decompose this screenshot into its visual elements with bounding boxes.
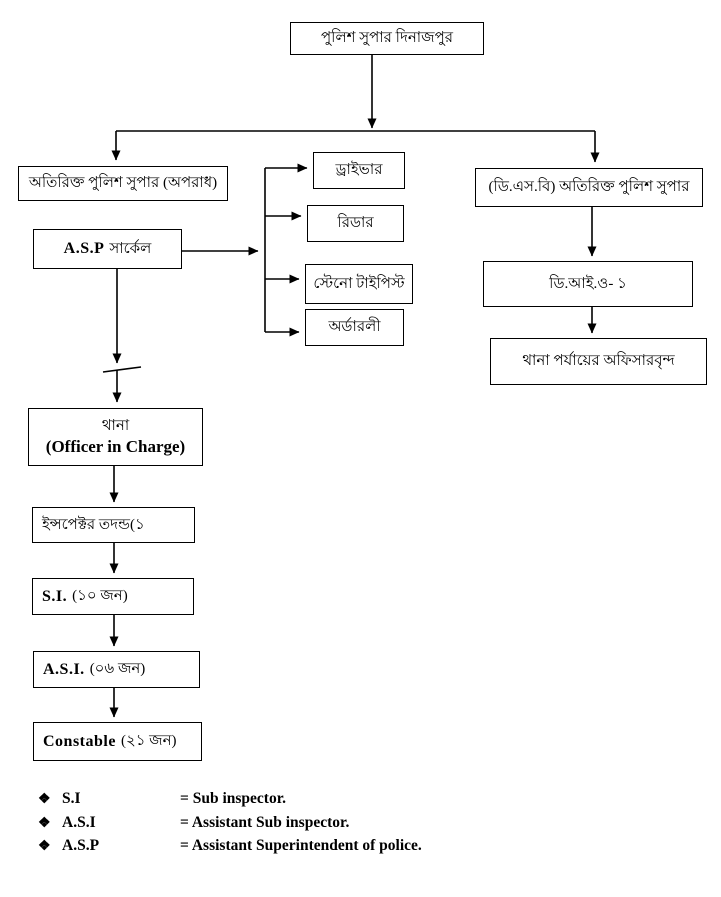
legend-definition: = Sub inspector. [180,790,287,807]
node-label-en: A.S.P [63,240,105,257]
node-label-en: Constable [43,732,116,750]
node-orderly: অর্ডারলী [305,309,404,346]
node-additional-police-super-crime: অতিরিক্ত পুলিশ সুপার (অপরাধ) [18,166,228,201]
node-thana-officer-in-charge: থানা (Officer in Charge) [28,408,203,466]
legend-item-si: ❖ S.I = Sub inspector. [0,788,721,812]
legend-definition: = Assistant Superintendent of police. [180,837,422,854]
node-label: (ডি.এস.বি) অতিরিক্ত পুলিশ সুপার [488,179,690,196]
legend-term: A.S.I [62,813,96,831]
legend-term: S.I [62,790,81,807]
node-label: অর্ডারলী [328,319,381,336]
node-dio-1: ডি.আই.ও- ১ [483,261,693,307]
node-reader: রিডার [307,205,404,242]
node-label-bn: (১০ জন) [72,588,128,605]
node-label-en: A.S.I. [43,660,85,678]
node-label: রিডার [337,215,374,232]
node-label: ইন্সপেক্টর তদন্ড(১ [42,516,145,533]
node-inspector-investigation: ইন্সপেক্টর তদন্ড(১ [32,507,195,543]
node-dsb-additional-police-super: (ডি.এস.বি) অতিরিক্ত পুলিশ সুপার [475,168,703,207]
diamond-bullet-icon: ❖ [38,815,51,831]
node-asi: A.S.I. (০৬ জন) [33,651,200,688]
node-constable: Constable (২১ জন) [33,722,202,761]
diamond-bullet-icon: ❖ [38,792,51,807]
node-si: S.I. (১০ জন) [32,578,194,615]
node-label-bn: (০৬ জন) [89,661,146,678]
node-label-bn: সার্কেল [109,240,152,257]
node-label: পুলিশ সুপার দিনাজপুর [320,30,454,47]
node-label: অতিরিক্ত পুলিশ সুপার (অপরাধ) [28,175,218,192]
diamond-bullet-icon: ❖ [38,839,51,854]
node-steno-typist: স্টেনো টাইপিস্ট [305,264,413,304]
node-police-super-dinajpur: পুলিশ সুপার দিনাজপুর [290,22,484,55]
node-asp-circle: A.S.P সার্কেল [33,229,182,269]
node-label-en: (Officer in Charge) [45,436,186,456]
node-label: ড্রাইভার [335,162,383,179]
node-label: থানা পর্যায়ের অফিসারবৃন্দ [522,353,675,370]
legend: ❖ S.I = Sub inspector. ❖ A.S.I = Assista… [0,788,721,859]
legend-definition: = Assistant Sub inspector. [180,813,350,831]
node-label: স্টেনো টাইপিস্ট [313,275,405,292]
connector-break-tick [102,366,142,373]
node-label: ডি.আই.ও- ১ [549,275,627,292]
node-label-bn: থানা [101,418,130,434]
node-label-en: S.I. [42,587,68,605]
legend-item-asp: ❖ A.S.P = Assistant Superintendent of po… [0,835,721,859]
node-label-bn: (২১ জন) [120,733,177,750]
legend-term: A.S.P [62,837,100,854]
node-driver: ড্রাইভার [313,152,405,189]
node-thana-level-officers: থানা পর্যায়ের অফিসারবৃন্দ [490,338,707,385]
legend-item-asi: ❖ A.S.I = Assistant Sub inspector. [0,812,721,836]
